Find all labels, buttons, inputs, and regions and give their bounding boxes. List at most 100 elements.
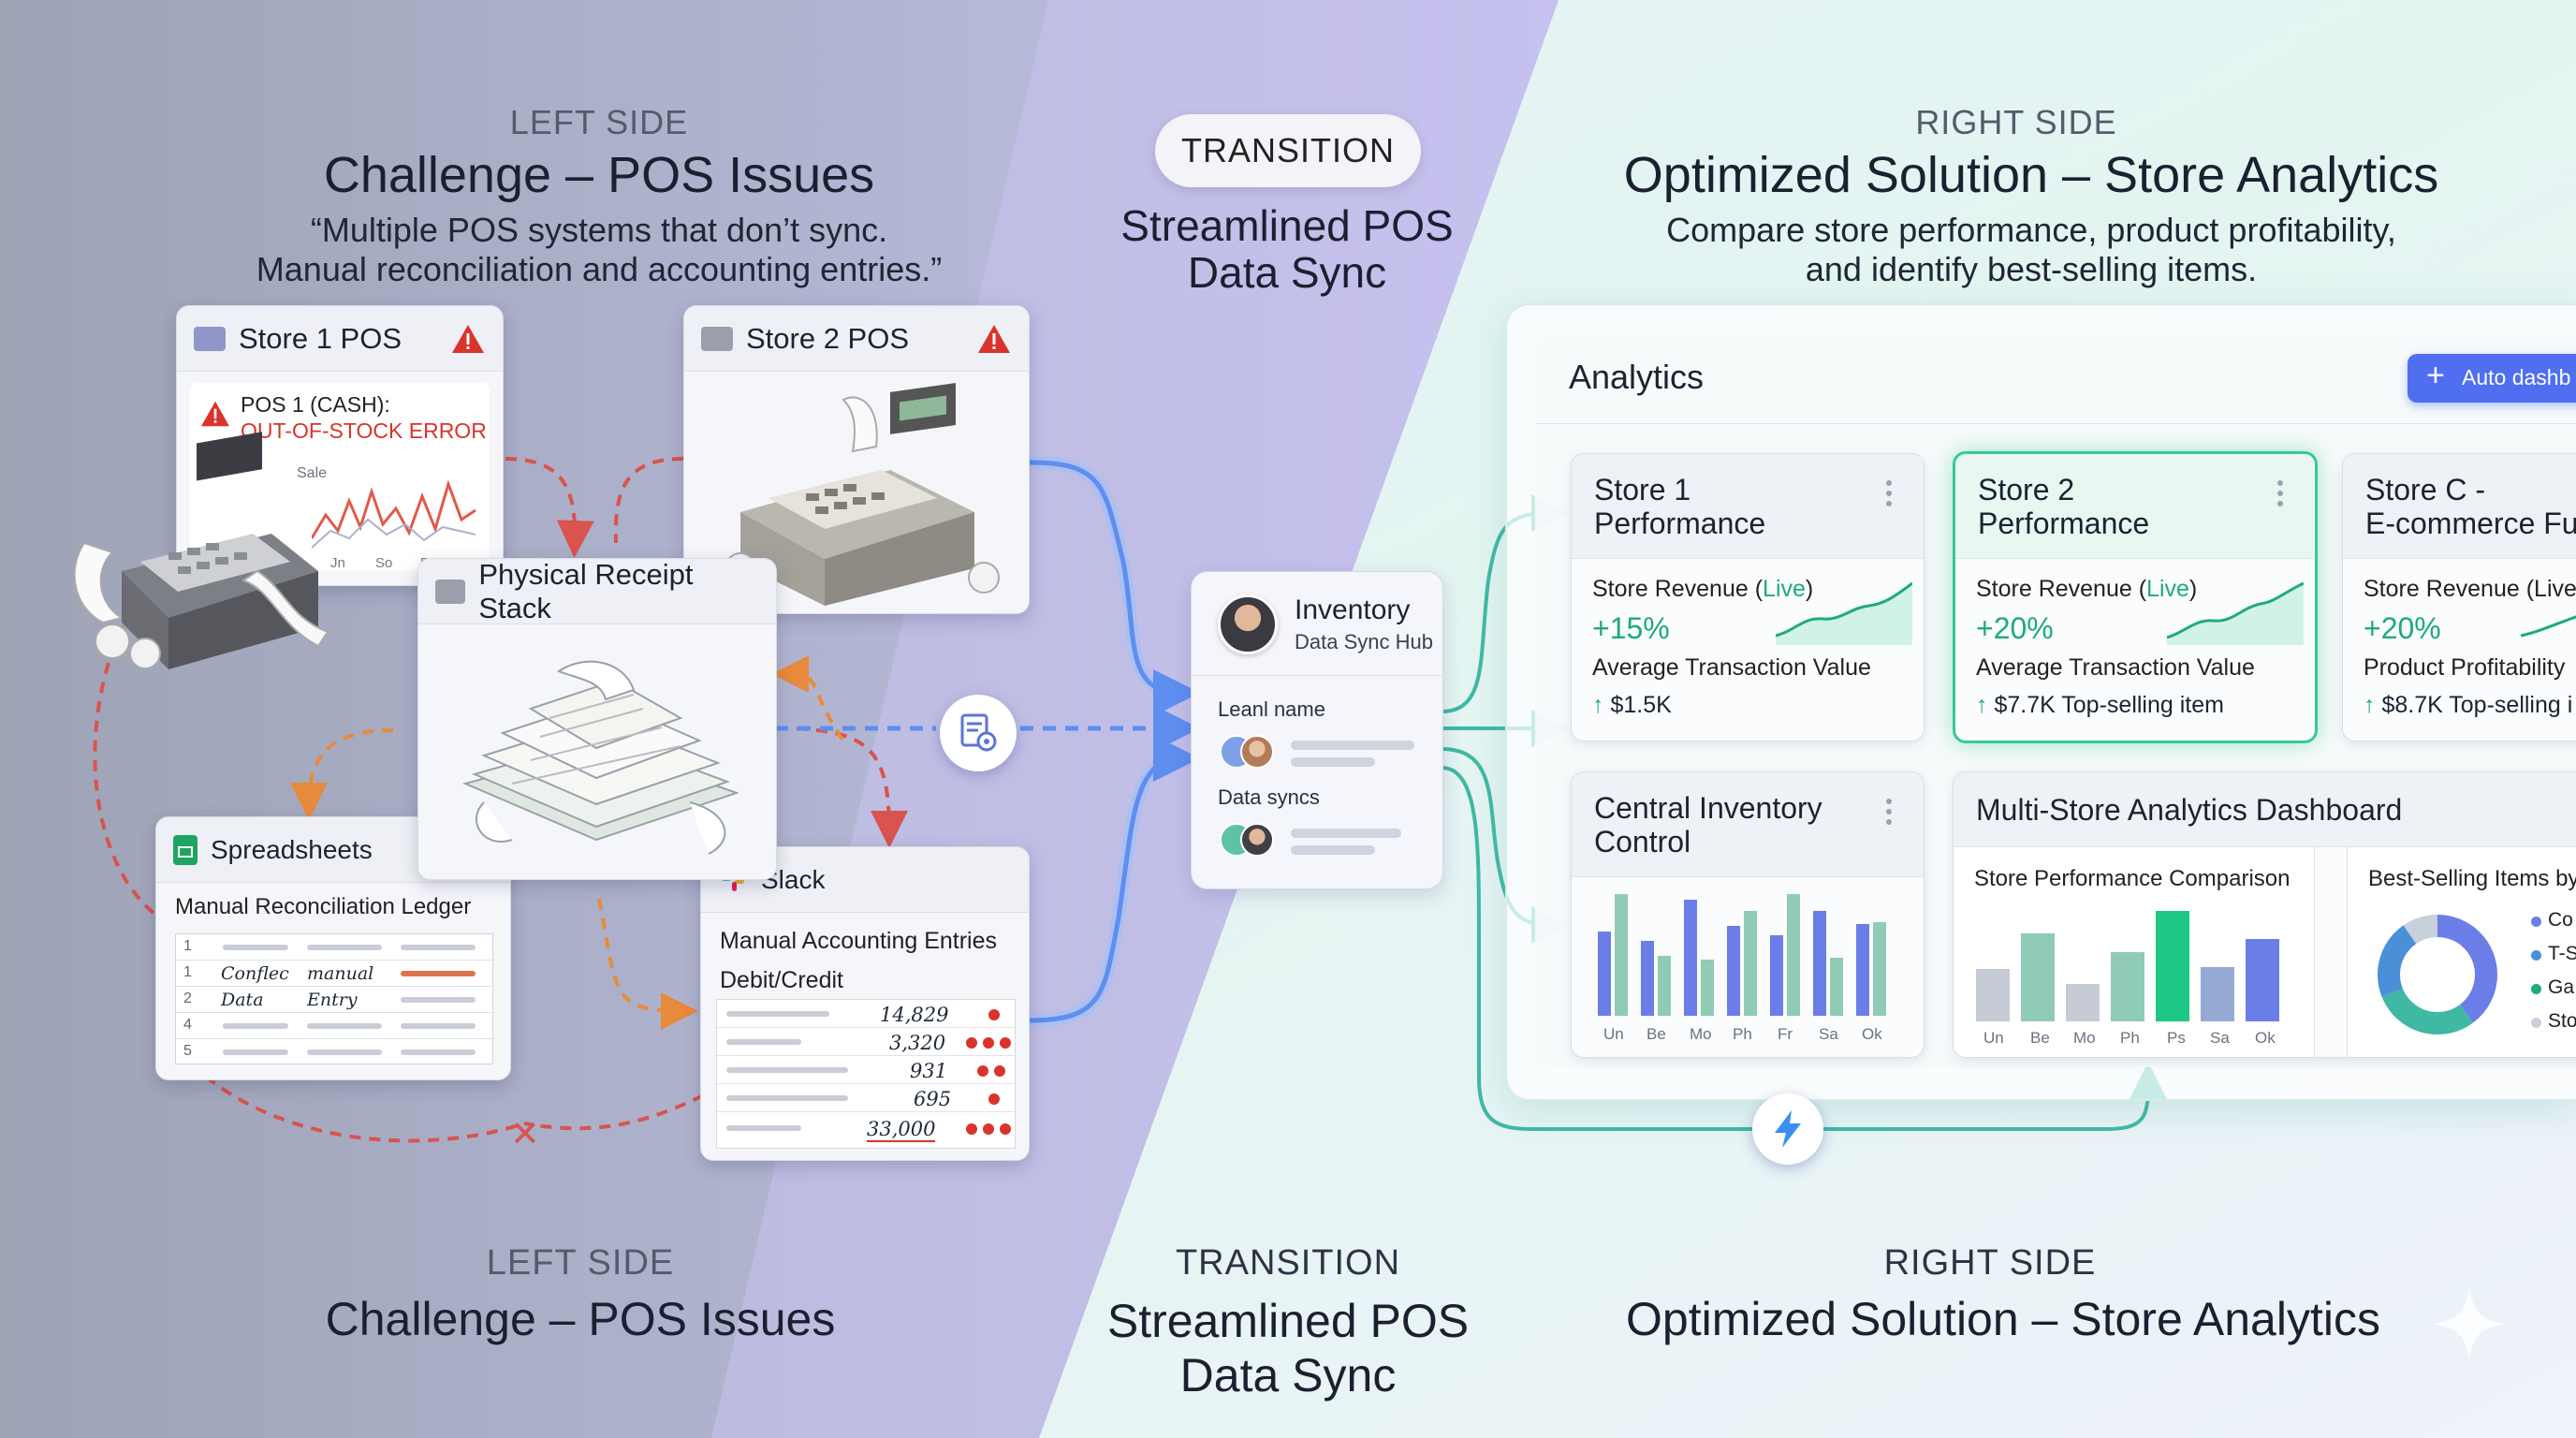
footer-right-kicker: RIGHT SIDE — [1883, 1243, 2097, 1283]
transition-pill: TRANSITION — [1155, 114, 1421, 187]
transition-title-2: Data Sync — [1187, 248, 1387, 297]
folder-icon — [435, 579, 466, 604]
store2-card-title1: Store 2 — [1978, 473, 2075, 506]
left-quote-1: “Multiple POS systems that don’t sync. — [310, 211, 888, 249]
legend-swatch — [2531, 950, 2541, 961]
footer-mid-line1: Streamlined POS — [1106, 1295, 1470, 1347]
store2-performance-card[interactable]: Store 2 Performance Store Revenue (Live)… — [1953, 451, 2318, 743]
tick-label: Ok — [2255, 1029, 2276, 1047]
store2-revenue-change: +20% — [1976, 611, 2054, 645]
warning-icon — [201, 401, 229, 427]
ledger-row-num: 1 — [183, 964, 192, 980]
store2-card-title2: Performance — [1978, 506, 2150, 540]
ledger-cell: Entry — [307, 990, 358, 1010]
lightning-button[interactable] — [1752, 1093, 1823, 1165]
central-inventory-card[interactable]: Central Inventory Control Un Be Mo Ph Fr… — [1571, 771, 1925, 1058]
receipt-stack-icon — [461, 660, 740, 855]
left-quote-2: Manual reconciliation and accounting ent… — [256, 250, 943, 288]
comparison-bar-chart — [1976, 909, 2294, 1021]
list-item: 14,829 — [717, 1000, 1017, 1028]
inventory-card-title2: Control — [1594, 825, 1691, 858]
ledger-row: 1 — [176, 934, 494, 961]
right-sub-1: Compare store performance, product profi… — [1666, 211, 2396, 249]
inventory-card-title1: Central Inventory — [1594, 791, 1822, 825]
bar — [1744, 911, 1757, 1016]
bar — [2111, 952, 2144, 1021]
sync-gear-icon — [960, 713, 997, 752]
bar — [1727, 926, 1740, 1016]
receipt-stack-card: Physical Receipt Stack — [417, 558, 777, 880]
legend-swatch — [2531, 1018, 2541, 1028]
storeC-metric-label: Product Profitability — [2364, 654, 2566, 681]
bar — [2021, 933, 2055, 1021]
store1-card-title1: Store 1 — [1594, 473, 1691, 506]
tick-label: Ok — [1862, 1025, 1882, 1043]
best-selling-donut — [2378, 915, 2497, 1034]
bar — [1976, 969, 2010, 1021]
left-title: Challenge – POS Issues — [323, 147, 875, 203]
more-icon[interactable] — [1886, 480, 1892, 506]
hub-field2: Data syncs — [1218, 785, 1320, 809]
more-icon[interactable] — [1886, 799, 1892, 825]
list-item: 695 — [717, 1084, 1017, 1112]
legend-swatch — [2531, 984, 2541, 994]
bar — [1813, 911, 1826, 1016]
bar — [2201, 967, 2234, 1021]
tick-label: Fr — [1778, 1025, 1793, 1043]
spreadsheets-title: Spreadsheets — [211, 834, 373, 864]
bar — [1641, 941, 1654, 1016]
sync-gear-button[interactable] — [940, 695, 1017, 771]
legend-swatch — [2531, 917, 2541, 927]
store2-revenue-sparkline — [2167, 581, 2304, 645]
spreadsheet-icon — [173, 834, 198, 865]
footer-right-title: Optimized Solution – Store Analytics — [1626, 1293, 2380, 1345]
storeC-ecommerce-card[interactable]: Store C - E-commerce Ful Store Revenue (… — [2342, 453, 2576, 741]
folder-icon — [194, 326, 226, 351]
store1-revenue-label: Store Revenue (Live) — [1592, 576, 1814, 602]
multi-store-header: Multi-Store Analytics Dashboard — [1954, 772, 2576, 847]
tick-label: Mo — [2073, 1029, 2096, 1047]
receipt-stack-title: Physical Receipt Stack — [478, 558, 694, 624]
bar — [1658, 956, 1671, 1016]
comparison-title: Store Performance Comparison — [1974, 866, 2291, 891]
bar — [1598, 932, 1611, 1016]
list-item: 3,320 — [717, 1028, 1017, 1056]
transition-title-1: Streamlined POS — [1120, 201, 1454, 250]
store1-chart-label: Sale — [297, 465, 328, 481]
ledger-row-num: 1 — [183, 938, 192, 954]
tick-label: Ph — [2120, 1029, 2140, 1047]
lightning-icon — [1775, 1110, 1801, 1148]
store1-pos-title: Store 1 POS — [239, 321, 402, 355]
auto-dashboard-button[interactable]: + Auto dashb — [2408, 354, 2576, 403]
entry-amount: 931 — [910, 1060, 948, 1082]
slack-column: Debit/Credit — [720, 967, 843, 993]
list-item: 931 — [717, 1056, 1017, 1084]
tick-label: Mo — [1690, 1025, 1712, 1043]
plus-icon: + — [2426, 358, 2445, 393]
tick-label: Ph — [1733, 1025, 1752, 1043]
entry-amount: 14,829 — [880, 1004, 949, 1026]
storeC-revenue-sparkline — [2521, 615, 2576, 638]
store2-pos-title: Store 2 POS — [746, 321, 910, 355]
slack-entries: 14,829 3,320 931 695 33,000 — [716, 999, 1017, 1149]
storeC-revenue-change: +20% — [2364, 611, 2441, 645]
store2-metric-value: ↑ $7.7K Top-selling item — [1976, 692, 2224, 718]
sparkle-icon — [2432, 1286, 2507, 1361]
bar — [1770, 935, 1783, 1016]
receipt-stack-header: Physical Receipt Stack — [418, 559, 776, 624]
store1-performance-card[interactable]: Store 1 Performance Store Revenue (Live)… — [1571, 453, 1925, 741]
cash-register-icon — [724, 383, 1000, 606]
more-icon[interactable] — [2277, 480, 2283, 506]
store1-revenue-change: +15% — [1592, 611, 1670, 645]
hub-title: Inventory — [1295, 594, 1411, 625]
tick-label: Be — [2030, 1029, 2050, 1047]
ledger-row: 1 Conflec manual — [176, 961, 494, 987]
store1-x-label-0: Jn — [330, 555, 345, 571]
multi-store-title: Multi-Store Analytics Dashboard — [1976, 793, 2403, 827]
entry-amount: 33,000 — [867, 1118, 936, 1142]
multi-store-dashboard-card[interactable]: Multi-Store Analytics Dashboard Store Pe… — [1953, 771, 2576, 1058]
store2-card-header: Store 2 Performance — [1955, 454, 2315, 559]
storeC-metric-value: ↑ $8.7K Top-selling i — [2364, 692, 2573, 718]
bar — [2246, 939, 2279, 1021]
tick-label: Ps — [2167, 1029, 2186, 1047]
